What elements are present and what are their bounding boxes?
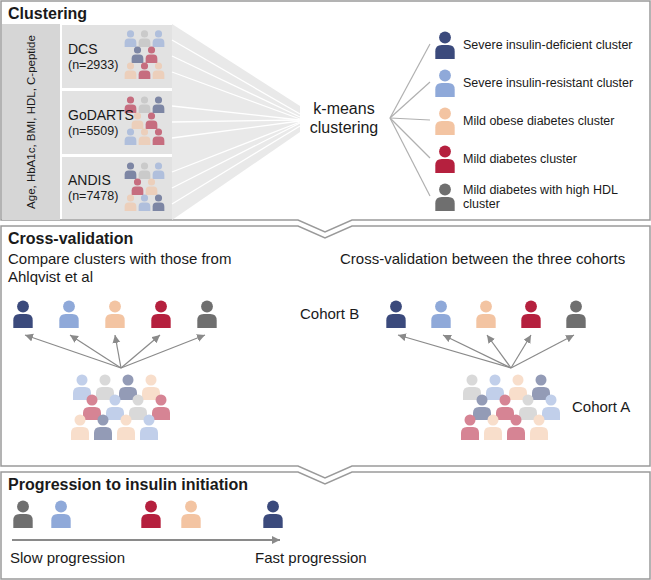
cohort-name: DCS [68,41,178,58]
progression-arrow [12,539,280,541]
panel-outline [1,1,650,232]
legend-item: Mild diabetes with high HDL cluster [434,182,639,212]
legend-item: Mild obese diabetes cluster [434,106,639,136]
variable-band: Age, HbA1c, BMI, HDL, C-peptideDCS(n=293… [2,24,172,220]
legend-text: Mild obese diabetes cluster [463,114,639,128]
cohort-crowd [461,375,560,441]
panel-outline [1,472,650,579]
arrow-lines [398,335,574,368]
funnel-lines [172,40,300,204]
legend-swatch [434,31,456,59]
cohort-label: Cohort B [300,305,380,323]
cohort-size: (n=7478) [68,189,178,204]
cohort-size: (n=2933) [68,58,178,73]
method-label: k-means clustering [300,99,388,137]
axis-label: Slow progression [10,549,150,567]
step-label: Compare clusters with those from Ahlqvis… [8,250,248,286]
panel-title: Clustering [8,4,87,23]
cohort-box: ANDIS(n=7478) [62,157,178,219]
cohort-box: GoDARTS(n=5509) [62,91,178,154]
funnel [172,24,300,220]
legend-item: Severe insulin-deficient cluster [434,30,639,60]
legend-swatch [434,145,456,173]
legend-text: Severe insulin-resistant cluster [463,76,639,90]
cohort-size: (n=5509) [68,124,178,139]
legend-text: Mild diabetes with high HDL cluster [463,183,639,211]
cohort-label: Cohort A [572,398,644,416]
panel-outline [1,226,650,478]
legend-swatch [434,107,456,135]
cohort-name: GoDARTS [68,107,178,124]
step-label: Cross-validation between the three cohor… [340,250,640,268]
legend-swatch [434,69,456,97]
cohort-crowd [71,375,170,441]
cohort-box: DCS(n=2933) [62,25,178,88]
variable-list: Age, HbA1c, BMI, HDL, C-peptide [21,24,41,220]
panel-title: Progression to insulin initiation [8,475,248,494]
arrow-lines [25,335,205,368]
cluster-icons [386,301,585,328]
legend-item: Severe insulin-resistant cluster [434,68,639,98]
legend-text: Severe insulin-deficient cluster [463,38,639,52]
cluster-icons [13,301,216,328]
variable-strip [2,24,60,220]
legend-text: Mild diabetes cluster [463,152,639,166]
cluster-icons [13,501,282,528]
cohort-name: ANDIS [68,172,178,189]
axis-label: Fast progression [255,549,395,567]
fan-lines [390,44,430,196]
legend-swatch [434,183,456,211]
legend-item: Mild diabetes cluster [434,144,639,174]
panel-title: Cross-validation [8,229,133,248]
